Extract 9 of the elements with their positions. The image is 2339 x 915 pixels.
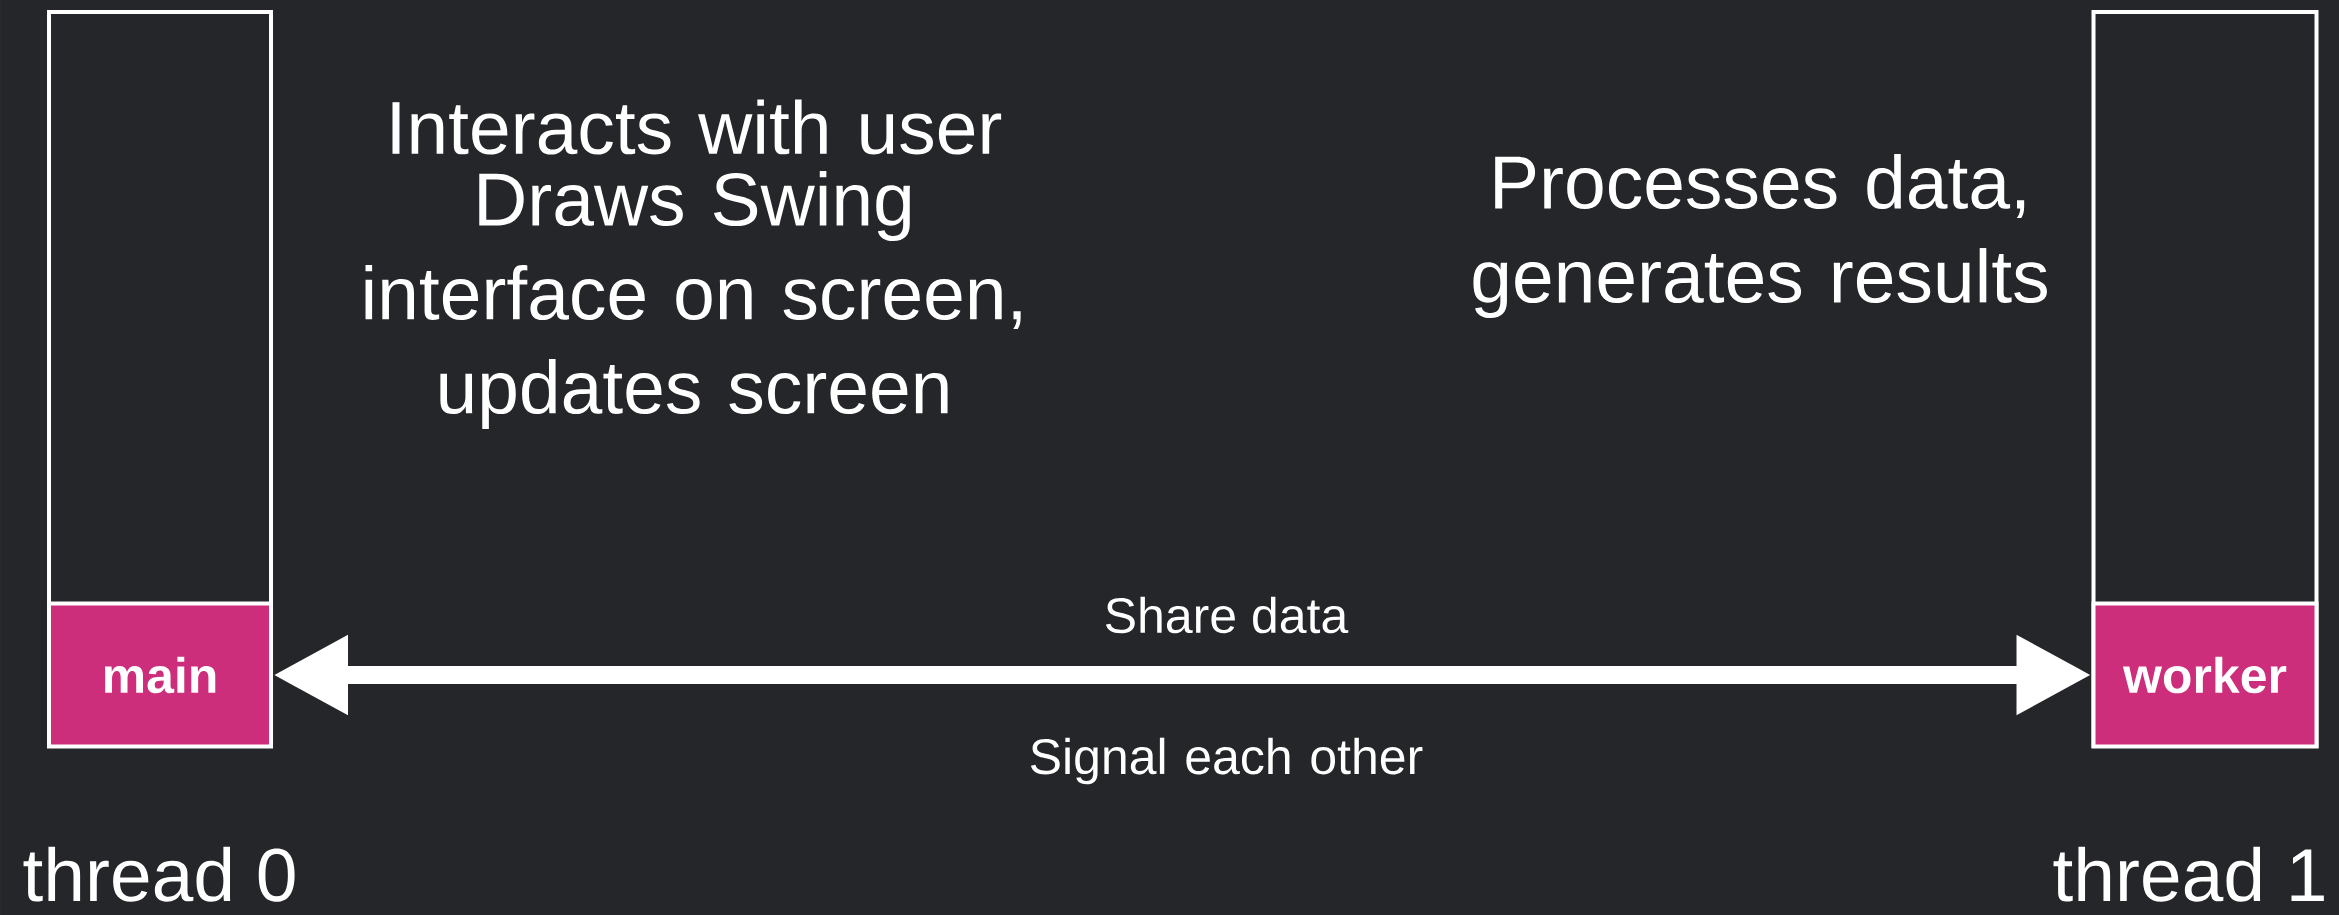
description-text: Processes data, generates results (1473, 154, 2047, 318)
node-label: thread 0 (23, 846, 295, 902)
edge-label: Share data (1106, 596, 1349, 634)
node-label: thread 1 (2053, 846, 2324, 902)
caption-text: Signal each other (1030, 737, 1423, 785)
thread-label-box: worker (2091, 601, 2319, 749)
description-text: Draws Swing interface on screen, updates screen (365, 171, 1021, 429)
thread-label-box: main (47, 601, 273, 749)
description-text: Interacts with user (392, 99, 1002, 155)
